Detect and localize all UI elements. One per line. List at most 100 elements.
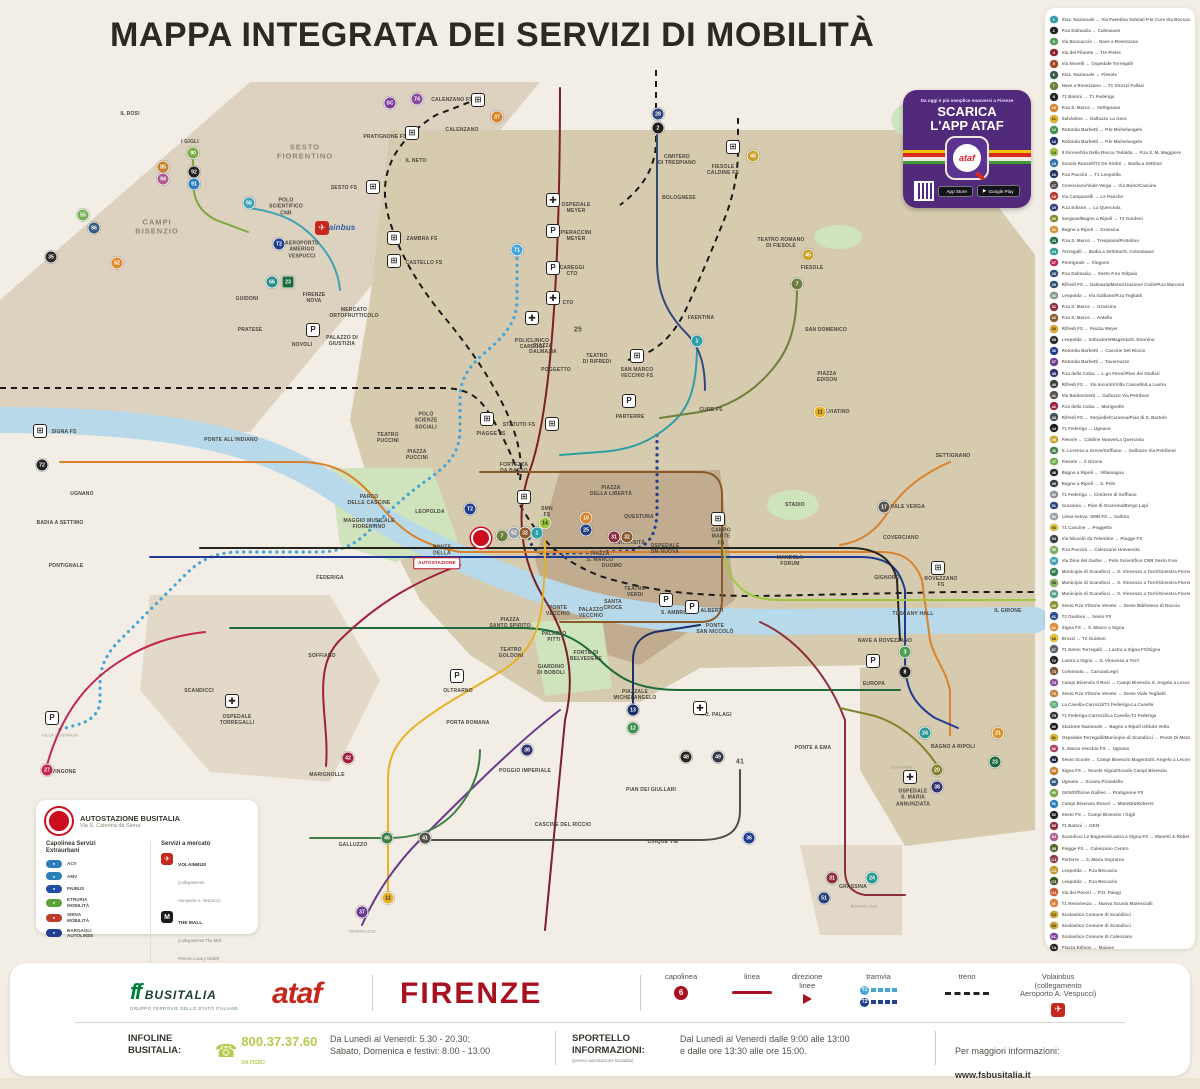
- route-number-badge: S2: [1050, 921, 1058, 930]
- route-number-badge: 94: [1050, 833, 1058, 841]
- route-label: P.za Puccini ↔ T1 Leopolda: [1061, 171, 1121, 177]
- route-number-badge: 48: [1050, 468, 1058, 477]
- route-number-badge: 54: [1050, 534, 1058, 543]
- market-service-item: ✈ VOLAINBUS (collegamento Aeroporto A. V…: [161, 852, 248, 907]
- route-label: Leopolda ↔ Via Galliano/P.za Togliatti: [1061, 293, 1143, 299]
- route-list-item: 62 Signa FS ↔ S. Mauro a Signa: [1050, 622, 1190, 633]
- route-label: Fiesole ↔ Caldine Nuove/La Querciola: [1061, 436, 1144, 442]
- sportello-label: SPORTELLO INFORMAZIONI:: [572, 1033, 645, 1057]
- route-number-badge: 93: [1050, 822, 1058, 830]
- route-number-badge: 84: [1050, 755, 1058, 764]
- volainbus-plane-icon: ✈: [1051, 1002, 1066, 1017]
- route-list-item: 59 Municipio di Scandicci ↔ S. Vincenzo …: [1050, 588, 1190, 599]
- route-number-badge: 7: [1050, 82, 1058, 90]
- route-label: P.za Dalmazia ↔ Sesto F.no Volpaia: [1061, 271, 1138, 277]
- route-label: Sesto P.za Vittorio Veneto ↔ Sesto Viale…: [1061, 690, 1166, 696]
- mercato-list: ✈ VOLAINBUS (collegamento Aeroporto A. V…: [161, 852, 248, 966]
- route-list-item: 13 Rotonda Barbetti ↔ P.le Michelangelo: [1050, 136, 1190, 147]
- map-legend-box: AUTOSTAZIONE BUSITALIA Via S. Caterina d…: [36, 800, 258, 966]
- route-list-item: 50 T1 Federiga ↔ Cimitero di Soffiano: [1050, 489, 1190, 500]
- route-number-badge: 67: [1050, 645, 1058, 653]
- route-label: Scolastico Comune di Calenzano: [1061, 933, 1133, 939]
- mercato-heading: Servizi a mercato: [161, 841, 211, 847]
- route-label: T1 Batoni ↔ GKN: [1061, 823, 1100, 829]
- route-list-item: 45 Fiesole ↔ Caldine Nuove/La Querciola: [1050, 434, 1190, 445]
- route-list-item: C2 Leopolda ↔ P.za Beccaria: [1050, 865, 1190, 876]
- route-number-badge: 95: [1050, 844, 1058, 852]
- sportello-sub: (presso autostazione Busitalia): [572, 1058, 634, 1063]
- route-number-badge: 82: [1050, 744, 1058, 753]
- more-info: Per maggiori informazioni: www.fsbusital…: [955, 1046, 1060, 1081]
- route-label: T1 Resistenza ↔ Nuova Scuola Marescialli: [1061, 900, 1153, 906]
- route-list-item: 91 Campi Bisenzio Rosori ↔ Manetti&Rober…: [1050, 798, 1190, 809]
- route-list-item: M T1 Resistenza ↔ Nuova Scuola Marescial…: [1050, 898, 1190, 909]
- route-number-badge: 20: [1050, 214, 1058, 223]
- route-number-badge: 75: [1050, 689, 1058, 698]
- divider: [555, 1031, 556, 1065]
- route-label: Staz. Nazionale ↔ Fiesole: [1061, 72, 1117, 78]
- infoline-label: INFOLINE BUSITALIA:: [128, 1033, 182, 1057]
- route-list-item: 4 Via del Filarete ↔ Tre Pietre: [1050, 47, 1190, 58]
- route-label: P.za S. Marco ↔ Trespiano/Pratolino: [1061, 237, 1140, 243]
- phone-number[interactable]: ☎ 800.37.37.60 DA FISSO: [215, 1034, 318, 1066]
- route-number-badge: 81: [1050, 733, 1058, 742]
- route-list-sidebar[interactable]: 1 Staz. Nazionale ↔ Via Faentina Salviat…: [1045, 8, 1195, 952]
- route-label: Rifredi FS ↔ Serpiolle/Caronna/Pian di S…: [1061, 414, 1167, 420]
- route-number-badge: 18: [1050, 192, 1058, 201]
- route-number-badge: 72: [1050, 656, 1058, 665]
- route-number-badge: 85: [1050, 766, 1058, 775]
- route-label: Via Dino del Garbo ↔ Polo Scientifico CN…: [1061, 558, 1178, 564]
- autostazione-legend-icon: [46, 808, 72, 834]
- route-number-badge: 17: [1050, 181, 1058, 190]
- route-number-badge: 14: [1050, 148, 1058, 156]
- route-number-badge: 21: [1050, 225, 1058, 234]
- route-label: Municipio di Scandicci ↔ S. Vincenzo a T…: [1061, 591, 1190, 597]
- route-list-item: 54 Via Niccolò da Tolentino ↔ Piagge FS: [1050, 533, 1190, 544]
- route-number-badge: 60: [1050, 601, 1058, 609]
- route-label: Grassina ↔ Pian di Grassina/Borgo Lapi: [1061, 503, 1149, 509]
- route-label: Via Novelli ↔ Ospedale Torregalli: [1061, 61, 1133, 67]
- route-number-badge: 59: [1050, 590, 1058, 598]
- route-number-badge: 2: [1050, 26, 1058, 35]
- route-number-badge: 40: [1050, 380, 1058, 388]
- divider: [640, 975, 641, 1011]
- route-label: Rotonda Barbetti ↔ P.le Michelangelo: [1061, 127, 1143, 133]
- route-number-badge: 28: [1050, 269, 1058, 278]
- route-list-item: C3 Leopolda ↔ P.za Beccaria: [1050, 876, 1190, 887]
- route-number-badge: 68: [1050, 634, 1058, 642]
- route-label: La Casella-Carrozzi/T1 Federiga-La Casel…: [1061, 701, 1154, 707]
- route-label: Via Baldovinetti ↔ Galluzzo Via Petribon…: [1061, 392, 1150, 398]
- route-number-badge: C4: [1050, 888, 1058, 897]
- route-number-badge: 73: [1050, 667, 1058, 676]
- route-number-badge: 35: [1050, 336, 1058, 344]
- extraurbani-list: ● ACV ● AMV ● PIUBUS: [46, 859, 144, 938]
- route-number-badge: 13: [1050, 137, 1058, 145]
- route-label: GKN/Officine Galileo ↔ Pratignone FS: [1061, 790, 1144, 796]
- route-list-item: 48 Bagno a Ripoli ↔ Villamagna: [1050, 467, 1190, 478]
- google-play-badge[interactable]: ▶Google Play: [976, 185, 1020, 197]
- route-list-item: 53 T1 Cascine ↔ Poggetto: [1050, 522, 1190, 533]
- website-link[interactable]: www.fsbusitalia.it: [955, 1070, 1031, 1081]
- service-icon: M: [161, 911, 173, 924]
- route-list-item: SC Scolastico Comune di Calenzano: [1050, 931, 1190, 942]
- route-list-item: 1 Staz. Nazionale ↔ Via Faentina Salviat…: [1050, 14, 1190, 25]
- app-download-badge[interactable]: Da oggi è più semplice muoversi a Firenz…: [903, 90, 1031, 208]
- route-number-badge: 90: [1050, 789, 1058, 797]
- route-label: T1 Cascine ↔ Poggetto: [1061, 525, 1112, 531]
- route-label: Signa FS ↔ S. Mauro a Signa: [1061, 624, 1125, 630]
- route-number-badge: 41: [1050, 391, 1058, 399]
- route-list-item: 35 Leopolda ↔ Indicatore/Magenta/S. Donn…: [1050, 334, 1190, 345]
- route-number-badge: 86: [1050, 777, 1058, 786]
- market-service-item: M THE MALL (collegamento The Mall Firenz…: [161, 911, 248, 965]
- route-list-item: 24 Torregalli ↔ Badia a Settimo/S. Colom…: [1050, 246, 1190, 257]
- route-label: Stazione Nazionale ↔ Bagno a Ripoli Isti…: [1061, 724, 1170, 730]
- t2-line-icon: T2: [860, 997, 897, 1007]
- route-list-item: 11 Salviatino ↔ Galluzzo La Gora: [1050, 113, 1190, 124]
- autostazione-dot: [471, 528, 491, 548]
- app-store-badge[interactable]: App Store: [938, 185, 973, 197]
- route-label: Lastra a Signa ↔ S. Vincenzo a Torri: [1061, 657, 1140, 663]
- route-label: S. Marco Vecchio FS ↔ Ugnano: [1061, 746, 1130, 752]
- route-number-badge: 5: [1050, 59, 1058, 68]
- app-badge-title-line2: L'APP ATAF: [930, 118, 1004, 134]
